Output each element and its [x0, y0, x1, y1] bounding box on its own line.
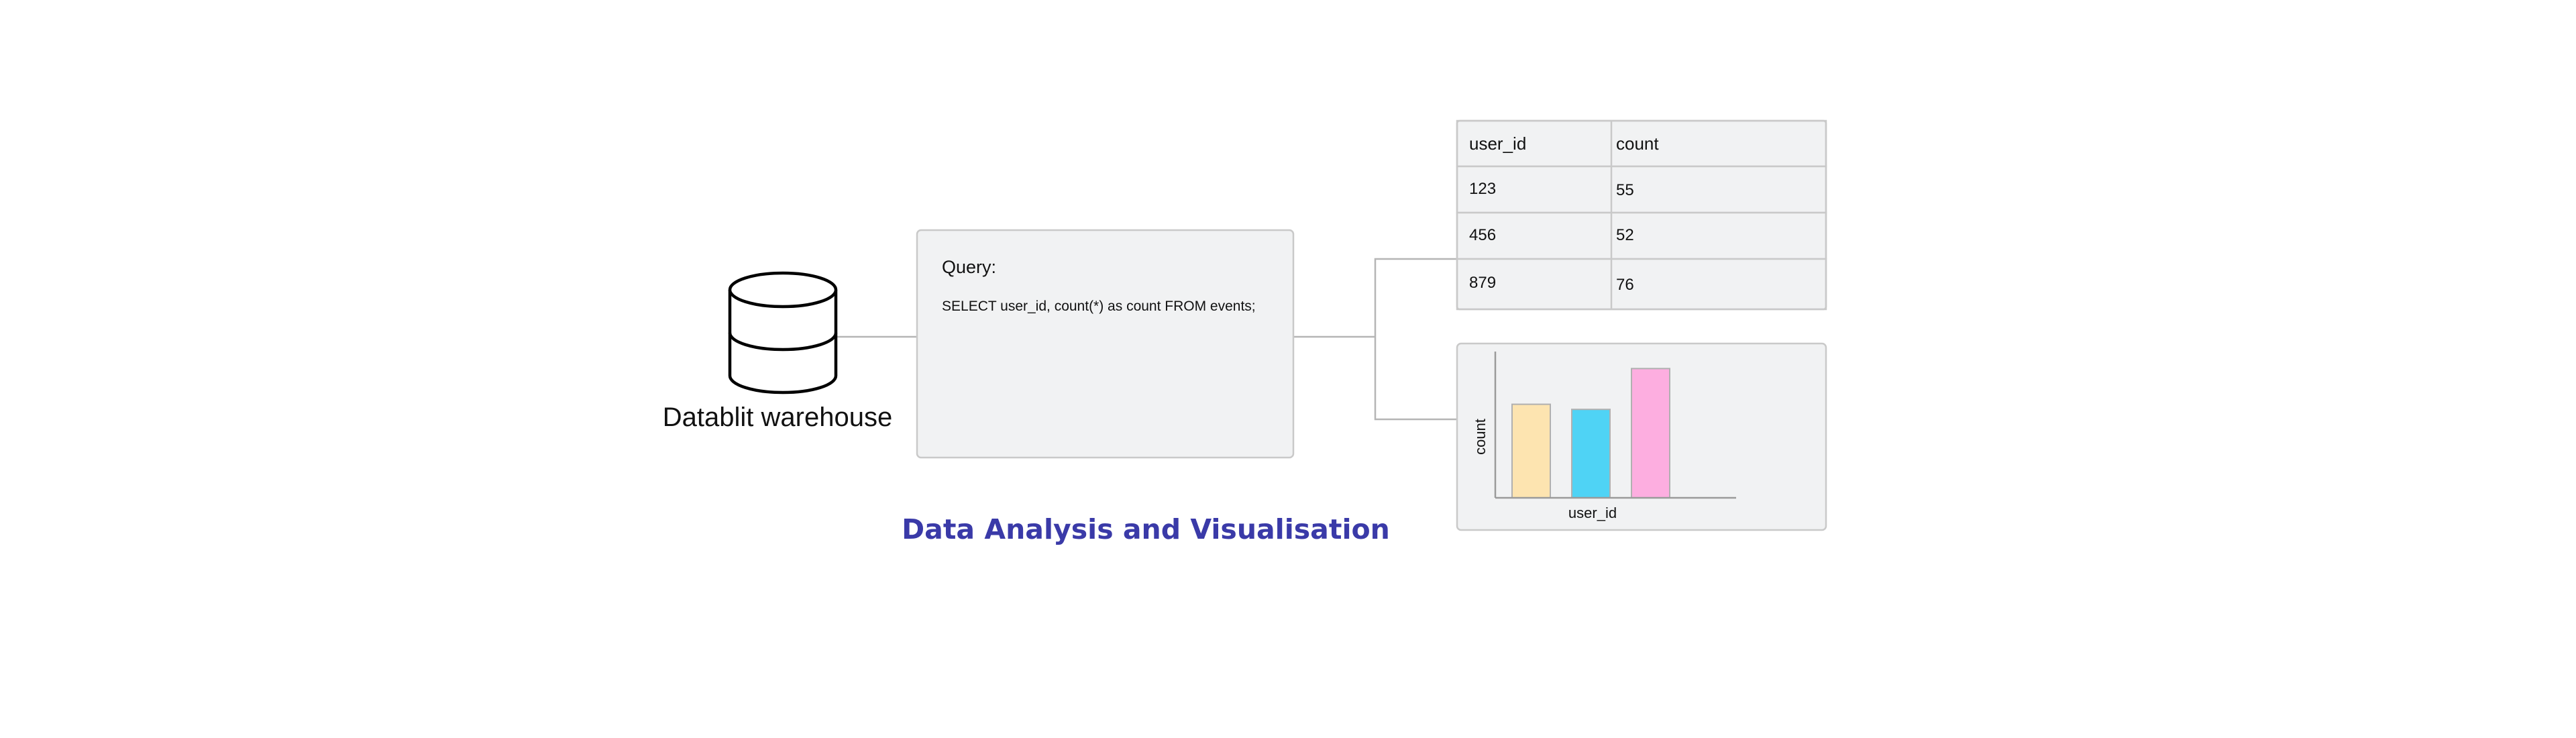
table-cell: 123	[1469, 180, 1496, 198]
chart-x-label: user_id	[1568, 505, 1617, 521]
table-cell: 76	[1616, 276, 1634, 294]
warehouse: Datablit warehouse	[663, 271, 892, 432]
table-outline	[1456, 119, 1827, 311]
table-cell: 456	[1469, 226, 1496, 244]
table-cell: 879	[1469, 274, 1496, 292]
warehouse-label: Datablit warehouse	[663, 403, 892, 432]
table-header-count: count	[1616, 134, 1659, 154]
chart-panel: user_id count	[1456, 342, 1827, 531]
query-panel-box	[916, 229, 1295, 459]
connector-to-chart	[1374, 337, 1457, 421]
chart-bar-456	[1571, 409, 1611, 498]
chart-bar-123	[1511, 403, 1551, 499]
table-cell: 52	[1616, 226, 1634, 244]
table-row	[1456, 258, 1827, 311]
query-panel: Query: SELECT user_id, count(*) as count…	[916, 229, 1295, 459]
table-header-user-id: user_id	[1469, 134, 1526, 154]
connector-to-table	[1374, 258, 1457, 337]
table-cell: 55	[1616, 181, 1634, 199]
database-icon	[728, 271, 838, 394]
chart-bars	[1511, 368, 1670, 499]
query-sql: SELECT user_id, count(*) as count FROM e…	[942, 299, 1256, 314]
diagram-caption: Data Analysis and Visualisation	[902, 513, 1390, 545]
table-row	[1456, 211, 1827, 260]
chart-bar-879	[1631, 368, 1670, 498]
result-table: user_id count 123 55 456 52 879 76	[1456, 119, 1827, 311]
query-heading: Query:	[942, 257, 996, 277]
chart-y-label: count	[1472, 419, 1489, 455]
connectors	[835, 258, 1457, 421]
table-row	[1456, 165, 1827, 214]
